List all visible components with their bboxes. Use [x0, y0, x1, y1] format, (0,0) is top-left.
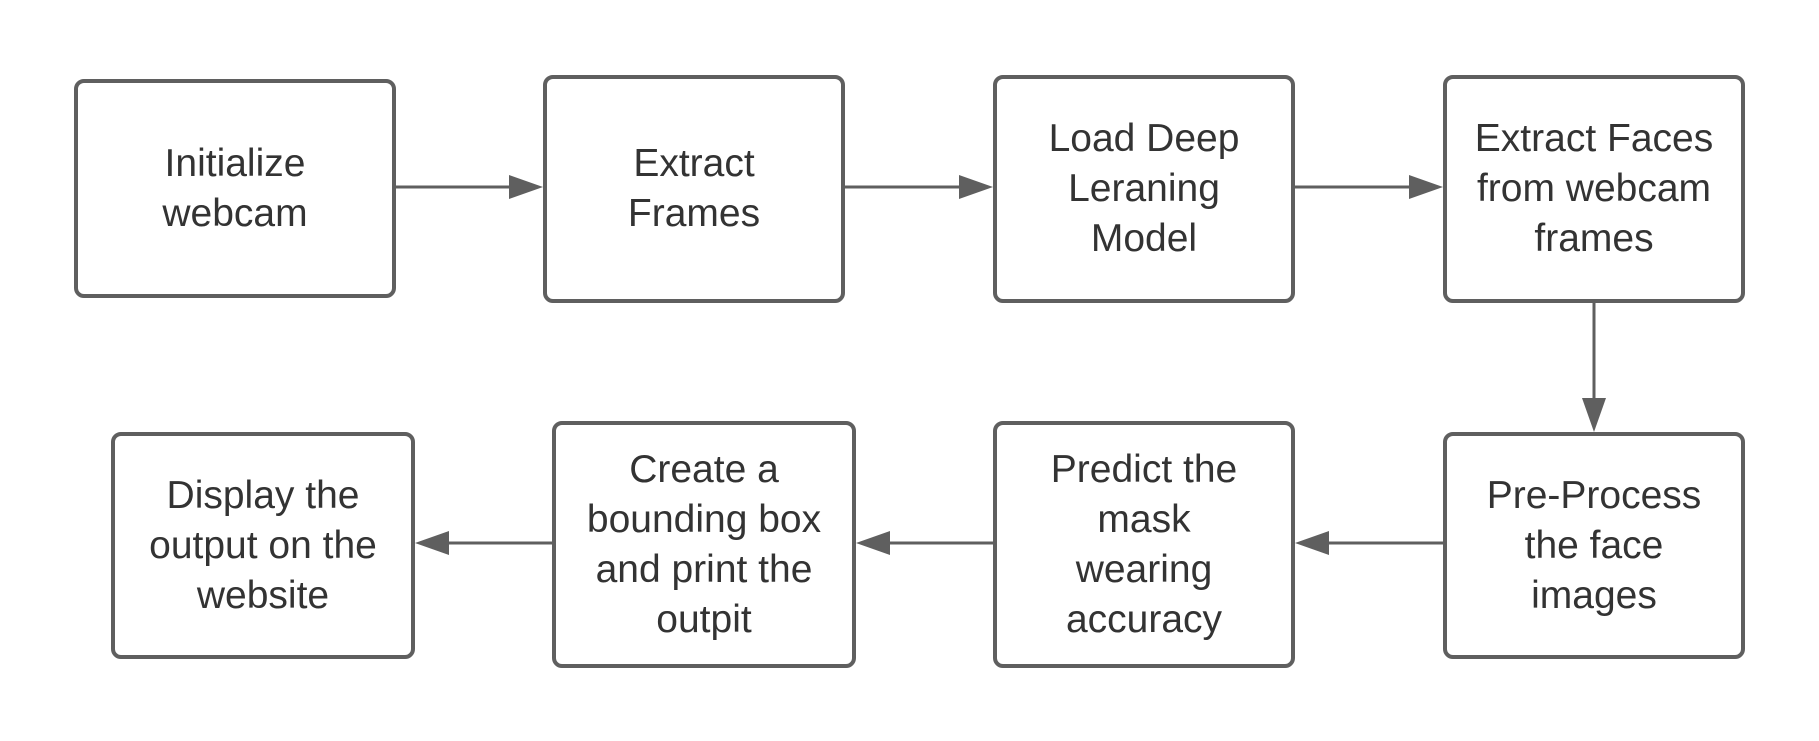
node-label-line: Frames: [627, 192, 761, 235]
node-label-line: from webcam: [1476, 167, 1712, 210]
node-label-line: Pre-Process: [1486, 473, 1702, 517]
node-label-line: Initialize: [164, 141, 306, 185]
arrowhead-icon: [1582, 398, 1606, 432]
arrow-extract-faces-to-preprocess: [1582, 303, 1606, 432]
node-label-line: accuracy: [1065, 597, 1223, 641]
node-label-line: wearing: [1075, 547, 1213, 591]
node-label-line: outpit: [656, 597, 752, 641]
node-label-line: Load Deep: [1048, 117, 1240, 160]
node-label-line: bounding box: [586, 497, 822, 541]
arrowhead-icon: [509, 175, 543, 199]
node-label-line: Extract: [633, 142, 755, 185]
node-label-line: images: [1531, 573, 1657, 617]
node-load-model: Load Deep Leraning Model: [993, 75, 1295, 303]
arrow-predict-to-bounding-box: [856, 531, 993, 555]
node-label-line: website: [196, 573, 330, 617]
arrow-bounding-box-to-display: [415, 531, 552, 555]
arrow-load-model-to-extract-faces: [1295, 175, 1443, 199]
arrowhead-icon: [1295, 531, 1329, 555]
node-preprocess: Pre-Process the face images: [1443, 432, 1745, 659]
node-label-line: frames: [1534, 217, 1654, 260]
node-extract-frames: Extract Frames: [543, 75, 845, 303]
arrow-initialize-to-extract-frames: [396, 175, 543, 199]
arrowhead-icon: [856, 531, 890, 555]
node-label-line: Leraning: [1068, 167, 1220, 210]
node-label-line: Model: [1090, 217, 1198, 260]
arrowhead-icon: [415, 531, 449, 555]
node-extract-faces: Extract Faces from webcam frames: [1443, 75, 1745, 303]
node-label-line: output on the: [149, 523, 377, 567]
node-label-line: Display the: [166, 473, 360, 517]
arrowhead-icon: [1409, 175, 1443, 199]
arrowhead-icon: [959, 175, 993, 199]
node-initialize-webcam: Initialize webcam: [74, 79, 396, 298]
arrow-extract-frames-to-load-model: [845, 175, 993, 199]
node-label-line: Extract Faces: [1474, 117, 1714, 160]
node-label-line: Predict the: [1050, 447, 1238, 491]
node-label-line: and print the: [595, 547, 813, 591]
node-display-output: Display the output on the website: [111, 432, 415, 659]
node-bounding-box: Create a bounding box and print the outp…: [552, 421, 856, 668]
arrow-preprocess-to-predict: [1295, 531, 1443, 555]
node-label-line: Create a: [629, 447, 779, 491]
node-label-line: the face: [1524, 523, 1664, 567]
node-predict: Predict the mask wearing accuracy: [993, 421, 1295, 668]
node-label-line: webcam: [162, 191, 308, 235]
node-label-line: mask: [1097, 497, 1191, 541]
